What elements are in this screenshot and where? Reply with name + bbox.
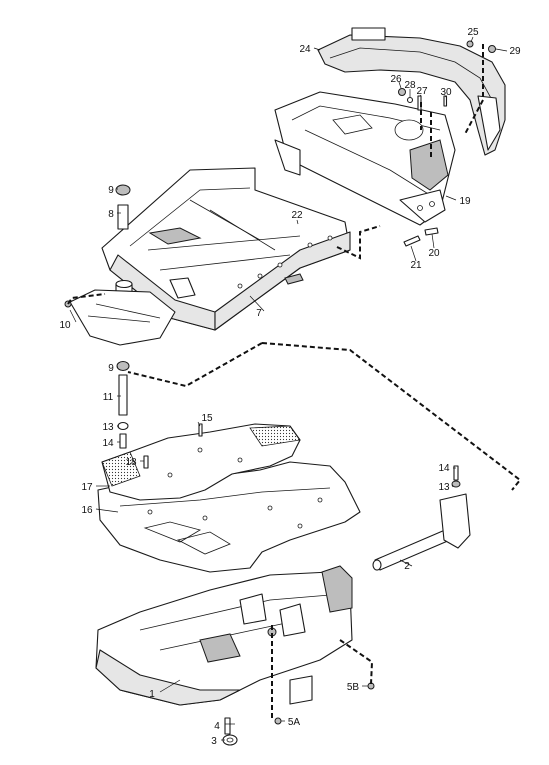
callout-16: 16 bbox=[81, 505, 93, 516]
callout-5b: 5B bbox=[347, 682, 360, 693]
bottom-hardware bbox=[222, 682, 375, 746]
callout-14-left: 14 bbox=[102, 438, 114, 449]
callout-13-left: 13 bbox=[102, 422, 114, 433]
callout-5a: 5A bbox=[288, 717, 301, 728]
deflector-plate bbox=[64, 289, 176, 346]
main-frame bbox=[101, 167, 351, 331]
callout-1: 1 bbox=[149, 689, 155, 700]
rear-bumper bbox=[317, 27, 506, 156]
callout-9-lower: 9 bbox=[108, 363, 114, 374]
callout-27: 27 bbox=[416, 86, 428, 97]
assembly-guide-lines bbox=[67, 44, 522, 720]
callout-4: 4 bbox=[214, 721, 220, 732]
axle bbox=[372, 465, 471, 571]
callout-labels: 1 2 3 4 5A 5B 7 8 9 9 10 11 13 13 14 14 … bbox=[59, 27, 521, 747]
callout-19: 19 bbox=[459, 196, 471, 207]
callout-15: 15 bbox=[201, 413, 213, 424]
callout-20: 20 bbox=[428, 248, 440, 259]
callout-14-right: 14 bbox=[438, 463, 450, 474]
callout-2: 2 bbox=[404, 561, 410, 572]
lower-frame bbox=[95, 565, 353, 706]
pivot-pin-stack bbox=[116, 361, 130, 449]
callout-29: 29 bbox=[509, 46, 521, 57]
callout-21: 21 bbox=[410, 260, 422, 271]
callout-28: 28 bbox=[404, 80, 416, 91]
callout-3: 3 bbox=[211, 736, 217, 747]
floor-mat bbox=[101, 423, 301, 501]
callout-17: 17 bbox=[81, 482, 93, 493]
callout-26: 26 bbox=[390, 74, 402, 85]
callout-18: 18 bbox=[125, 457, 137, 468]
callout-13-right: 13 bbox=[438, 482, 450, 493]
callout-24: 24 bbox=[299, 44, 311, 55]
callout-10: 10 bbox=[59, 320, 71, 331]
callout-8: 8 bbox=[108, 209, 114, 220]
callout-7: 7 bbox=[256, 308, 262, 319]
callout-25: 25 bbox=[467, 27, 479, 38]
callout-22: 22 bbox=[291, 210, 303, 221]
rear-frame-bracket bbox=[274, 91, 456, 226]
callout-9-upper: 9 bbox=[108, 185, 114, 196]
leader-lines bbox=[69, 36, 508, 741]
callout-30: 30 bbox=[440, 87, 452, 98]
callout-11: 11 bbox=[103, 392, 114, 403]
